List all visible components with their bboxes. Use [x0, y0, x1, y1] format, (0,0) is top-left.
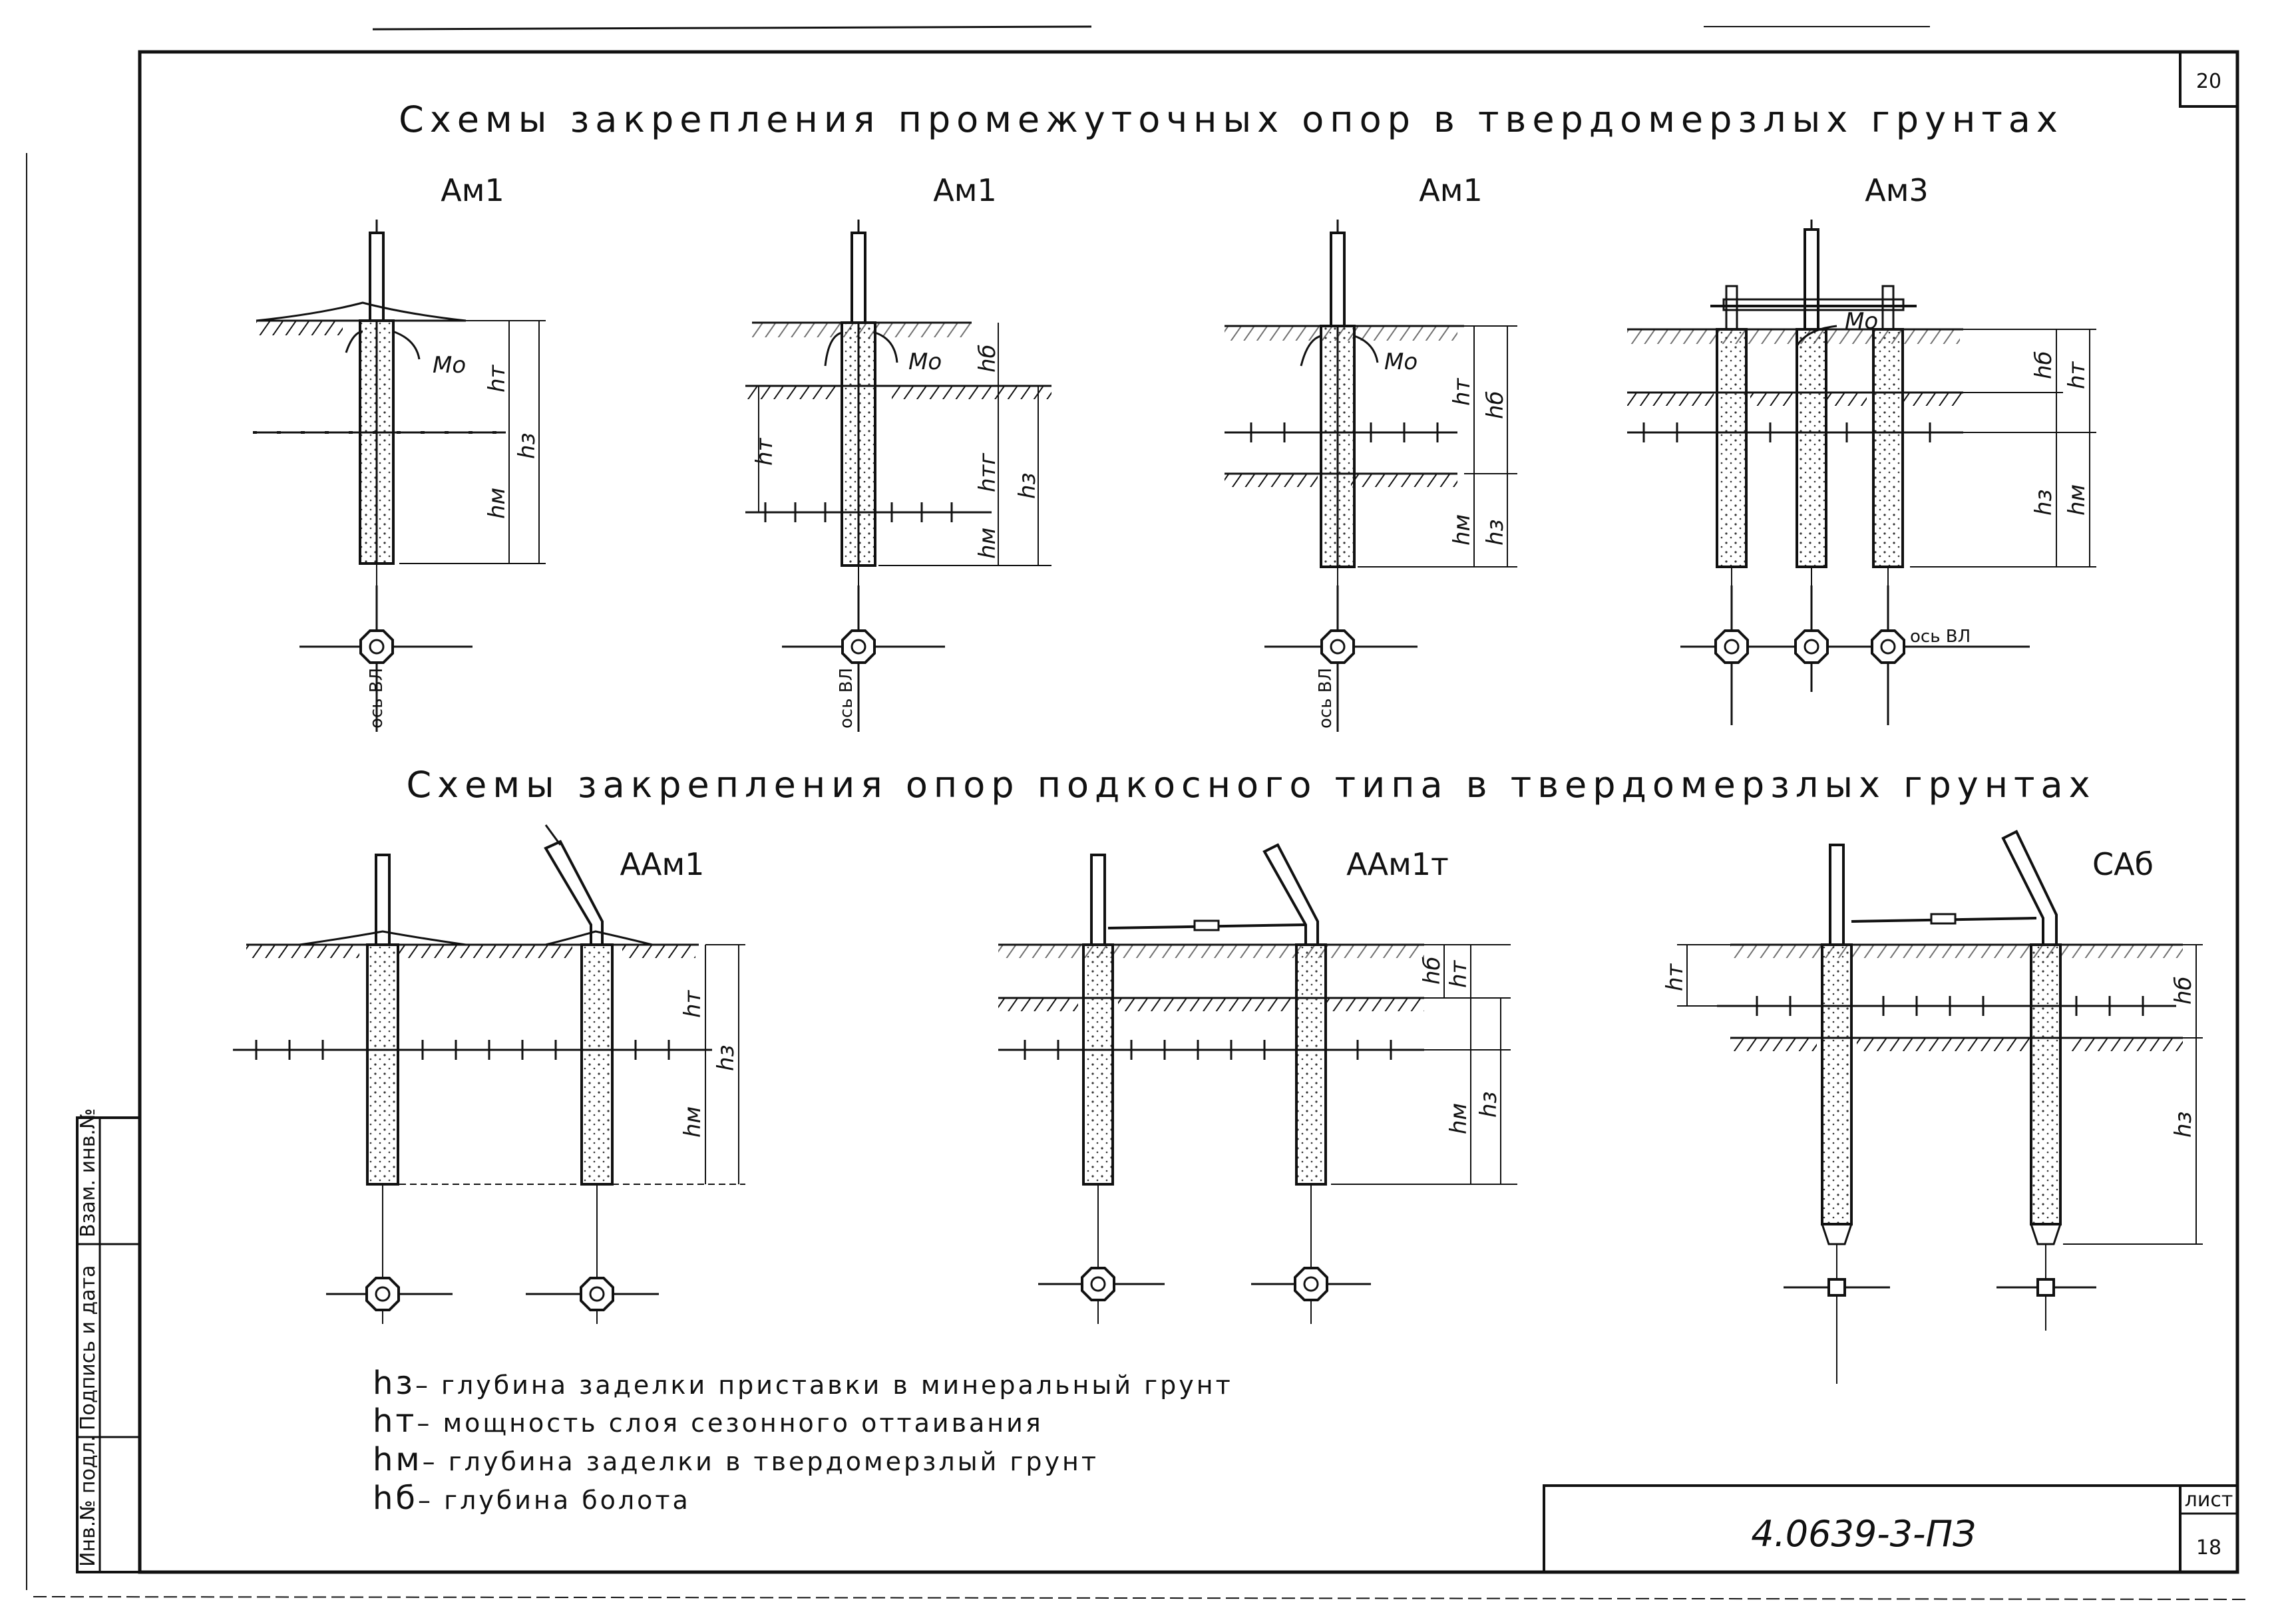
dim-hz: hз: [2030, 489, 2057, 516]
pile: [1821, 943, 1853, 1225]
pole: [375, 854, 391, 946]
dim-hm: hм: [2064, 484, 2090, 516]
scheme-top-1-name: Ам1: [441, 172, 504, 208]
moment-label: Mo: [1384, 349, 1418, 375]
page-number-box: 20: [2179, 51, 2239, 108]
scheme-top-3-name: Ам1: [1419, 172, 1482, 208]
foundation-plan-symbol: [1320, 629, 1355, 664]
crossbeam: [1722, 298, 1905, 311]
legend-item-hz: hз– глубина заделки приставки в минераль…: [373, 1365, 1233, 1402]
dim-ht: hт: [751, 437, 778, 466]
strut: [544, 840, 604, 946]
legend-text: – глубина заделки приставки в минеральны…: [415, 1371, 1233, 1400]
scheme-top-3: Ам1 Mo hт hб hм hз ось ВЛ: [1225, 172, 1517, 732]
dim-ht: hт: [1445, 959, 1472, 988]
title-block: лист 18 4.0639-3-ПЗ: [1543, 1484, 2239, 1573]
dim-hz: hз: [1475, 1091, 1502, 1118]
sheet-frame: [26, 25, 2250, 1600]
ground-hatch: [256, 321, 343, 335]
legend-symbol: hт: [373, 1402, 417, 1440]
pile: [1716, 328, 1748, 568]
scheme-bottom-1: ААм1 hт hз hм: [233, 824, 745, 1324]
dim-hz: hз: [514, 432, 540, 459]
document-code: 4.0639-3-ПЗ: [1751, 1513, 1976, 1555]
legend-symbol: hм: [373, 1441, 423, 1478]
strut: [2001, 830, 2058, 946]
dim-hm: hм: [484, 488, 510, 519]
dim-hm: hм: [974, 528, 1001, 559]
foundation-plan-symbol: [841, 629, 876, 664]
pile: [1082, 943, 1114, 1186]
dim-hz: hз: [1014, 472, 1041, 499]
scheme-bottom-3-name: САб: [2092, 846, 2154, 882]
strut: [1262, 843, 1319, 946]
legend-symbol: hб: [373, 1480, 418, 1517]
sheet-label: лист: [2185, 1488, 2233, 1512]
pile: [580, 943, 614, 1186]
stamp-inv-orig: Инв.№ подл.: [77, 1436, 100, 1567]
page-number: 20: [2196, 70, 2221, 93]
legend-text: – глубина болота: [418, 1486, 691, 1515]
scheme-bottom-3: САб hт hб hз: [1662, 830, 2203, 1384]
legend: hз– глубина заделки приставки в минераль…: [373, 1365, 1233, 1517]
stamp-inv-replace: Взам. инв.№: [77, 1108, 100, 1237]
pile: [366, 943, 399, 1186]
title-top: Схемы закрепления промежуточных опор в т…: [399, 98, 2064, 140]
legend-item-ht: hт– мощность слоя сезонного оттаивания: [373, 1402, 1044, 1440]
scheme-top-2-name: Ам1: [933, 172, 996, 208]
legend-item-hb: hб– глубина болота: [373, 1480, 691, 1517]
scheme-bottom-1-name: ААм1: [620, 846, 705, 882]
sheet-number: 18: [2196, 1536, 2221, 1559]
dim-ht: hт: [1662, 963, 1688, 991]
dim-hz: hз: [713, 1045, 739, 1071]
dim-ht: hт: [1449, 377, 1475, 406]
axis-label: ось ВЛ: [367, 668, 387, 729]
pole: [851, 232, 866, 324]
moment-label: Mo: [433, 352, 466, 379]
dim-hb: hб: [1419, 956, 1445, 985]
scheme-top-4-name: Ам3: [1865, 172, 1928, 208]
dim-ht: hт: [2064, 361, 2090, 389]
pole: [1804, 228, 1819, 331]
title-bottom: Схемы закрепления опор подкосного типа в…: [406, 764, 2096, 806]
pile: [1295, 943, 1327, 1186]
pile: [1796, 328, 1827, 568]
pile: [1872, 328, 1904, 568]
legend-item-hm: hм– глубина заделки в твердомерзлый грун…: [373, 1441, 1099, 1478]
stamp-sign-date: Подпись и дата: [77, 1265, 100, 1431]
legend-symbol: hз: [373, 1365, 415, 1402]
pole: [1090, 854, 1106, 946]
scheme-top-4: Ам3 Mo hб hт hз hм: [1627, 172, 2096, 725]
scheme-bottom-2: ААм1т hб hт hм hз: [998, 843, 1517, 1324]
moment-label: Mo: [1845, 308, 1878, 335]
dim-hz: hз: [2170, 1111, 2197, 1138]
dim-hb: hб: [1482, 391, 1509, 419]
foundation-plan-symbol: [359, 629, 394, 664]
dim-hm: hм: [1449, 514, 1475, 546]
dim-hb: hб: [2030, 351, 2057, 379]
scheme-bottom-2-name: ААм1т: [1346, 846, 1449, 882]
legend-text: – глубина заделки в твердомерзлый грунт: [423, 1447, 1099, 1476]
dim-hb: hб: [974, 344, 1001, 373]
pole: [1829, 844, 1845, 946]
dim-htg: hтг: [974, 452, 1001, 492]
dim-ht: hт: [484, 364, 510, 393]
axis-label: ось ВЛ: [1316, 668, 1336, 729]
axis-label: ось ВЛ: [837, 668, 856, 729]
scheme-top-2: Ам1 Mo hб hт hтг hз hм ось: [745, 172, 1051, 732]
pile: [2030, 943, 2062, 1225]
scheme-top-1: Ам1 Mo hт hз hм ось ВЛ: [253, 172, 546, 732]
left-stamp: Взам. инв.№ Подпись и дата Инв.№ подл.: [76, 1108, 141, 1573]
dim-hz: hз: [1482, 519, 1509, 546]
dim-hb: hб: [2170, 976, 2197, 1005]
dim-hm: hм: [679, 1106, 706, 1138]
axis-label: ось ВЛ: [1910, 627, 1971, 647]
dim-hm: hм: [1445, 1103, 1472, 1134]
moment-label: Mo: [908, 349, 942, 375]
legend-text: – мощность слоя сезонного оттаивания: [417, 1408, 1043, 1438]
pole: [1330, 232, 1346, 327]
dim-ht: hт: [679, 989, 706, 1018]
